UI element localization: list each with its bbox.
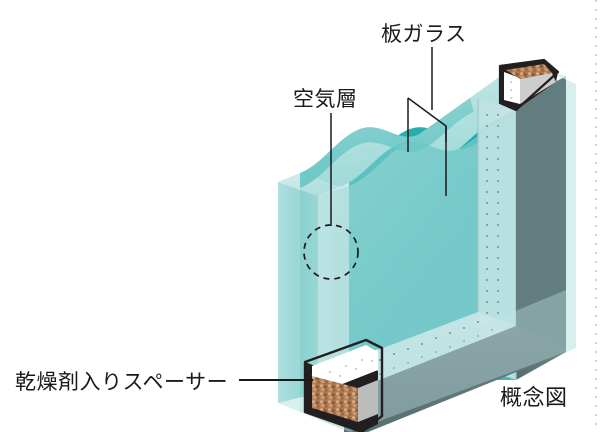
bottom-left-spacer-cutaway (303, 338, 384, 432)
air-layer-callout-circle (303, 224, 359, 280)
top-right-spacer-cutaway (498, 58, 560, 112)
desiccant-fill-top-right (506, 64, 552, 79)
spacer-outline-bl (303, 338, 384, 432)
bottom-shadow-skirt (344, 76, 566, 432)
desiccant-cheek-bottom-left (358, 380, 378, 422)
front-pane-wave-edge (300, 62, 546, 187)
callout-leaders (239, 47, 447, 381)
label-air-layer: 空気層 (293, 87, 358, 111)
spacer-outline-tr (498, 58, 560, 112)
front-pane-glass-overlay (318, 290, 566, 432)
bottom-shadow-face (344, 326, 566, 432)
desiccant-fill-bottom-left (312, 376, 358, 422)
label-desiccant-spacer: 乾燥剤入りスペーサー (15, 370, 229, 394)
right-spacer-perforations (486, 106, 508, 372)
label-plate-glass: 板ガラス (381, 22, 467, 46)
front-pane-over-spacer (278, 173, 300, 412)
spacer-inner-wall-top-right (504, 72, 520, 104)
spacer-inner-wall-perfs-tr (510, 81, 512, 99)
front-pane-right-overlay (546, 71, 576, 352)
right-shadow-face (516, 76, 566, 352)
spacer-wall-divider-bl (311, 349, 379, 377)
right-spacer-run (477, 98, 517, 380)
front-pane-wave-shadow (300, 98, 474, 188)
caption-conceptual-diagram: 概念図 (500, 386, 568, 411)
